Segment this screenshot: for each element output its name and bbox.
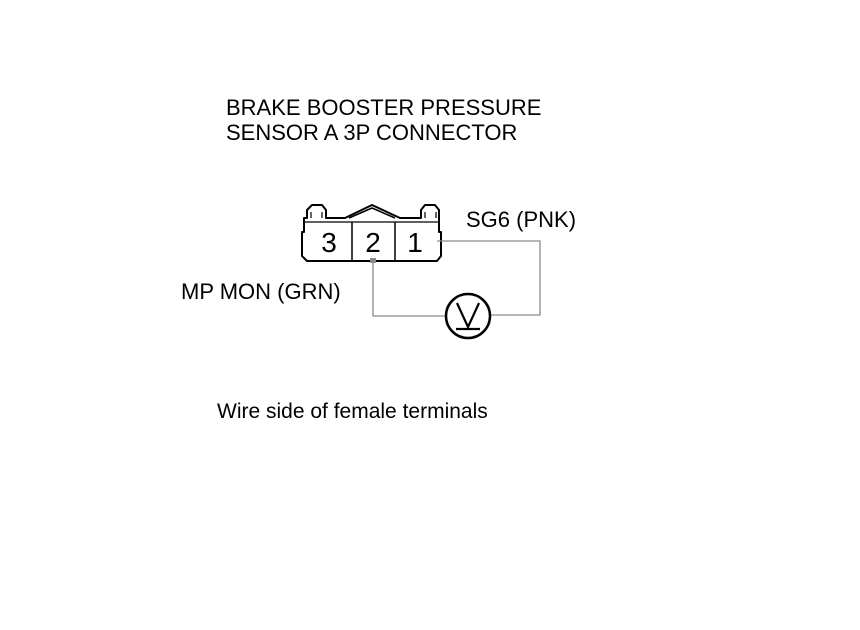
pin-1-lead: [437, 240, 541, 316]
voltmeter-icon: [444, 292, 492, 340]
connector-3p: [301, 204, 442, 262]
pin-1-label: 1: [407, 227, 423, 258]
caption: Wire side of female terminals: [217, 400, 488, 423]
title-line-1: BRAKE BOOSTER PRESSURE: [226, 95, 542, 120]
pin-1-wire-label: SG6 (PNK): [466, 207, 577, 232]
pin-2-wire-label: MP MON (GRN): [181, 279, 341, 304]
pin-2-probe-point: [370, 258, 376, 263]
pin-2-label: 2: [365, 227, 381, 258]
title-line-2: SENSOR A 3P CONNECTOR: [226, 120, 518, 145]
pin-2-lead: [372, 260, 446, 317]
test-leads: [372, 240, 541, 317]
pin-3-label: 3: [321, 227, 337, 258]
